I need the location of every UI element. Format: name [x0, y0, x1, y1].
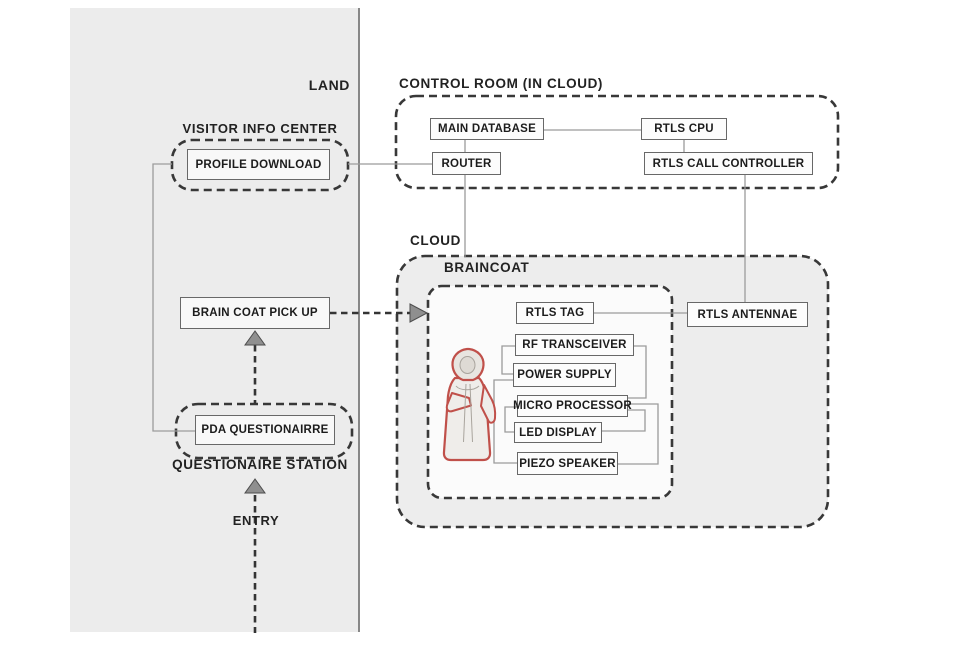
control-room-region-border — [394, 94, 840, 190]
node-rtls-call-controller: RTLS CALL CONTROLLER — [644, 152, 813, 175]
region-label-visitor-info-center: VISITOR INFO CENTER — [182, 121, 338, 136]
pda-to-pickup-arrowhead-icon — [244, 330, 266, 346]
coat-figure-illustration — [442, 347, 497, 462]
node-brain-coat-pick-up: BRAIN COAT PICK UP — [180, 297, 330, 329]
node-router: ROUTER — [432, 152, 501, 175]
node-micro-processor: MICRO PROCESSOR — [513, 395, 632, 417]
flow-arrows — [244, 303, 429, 633]
region-label-control-room: CONTROL ROOM (IN CLOUD) — [399, 76, 604, 91]
node-rtls-cpu: RTLS CPU — [641, 118, 727, 140]
node-led-display: LED DISPLAY — [514, 422, 602, 443]
node-rtls-tag: RTLS TAG — [516, 302, 594, 324]
node-profile-download: PROFILE DOWNLOAD — [187, 149, 330, 180]
entry-arrowhead-icon — [244, 478, 266, 494]
pickup-to-braincoat-arrowhead-icon — [409, 303, 429, 323]
region-label-braincoat: BRAINCOAT — [444, 260, 530, 275]
node-power-supply: POWER SUPPLY — [513, 363, 616, 387]
region-label-cloud: CLOUD — [410, 233, 461, 248]
node-piezo-speaker: PIEZO SPEAKER — [517, 452, 618, 475]
visitor-info-region-border — [170, 138, 350, 192]
node-main-database: MAIN DATABASE — [430, 118, 544, 140]
region-label-questionaire-station: QUESTIONAIRE STATION — [172, 457, 348, 472]
node-rtls-antennae: RTLS ANTENNAE — [687, 302, 808, 327]
region-label-entry: ENTRY — [232, 513, 280, 528]
node-rf-transceiver: RF TRANSCEIVER — [515, 334, 634, 356]
region-label-land: LAND — [308, 77, 350, 93]
node-pda-questionairre: PDA QUESTIONAIRRE — [195, 415, 335, 445]
